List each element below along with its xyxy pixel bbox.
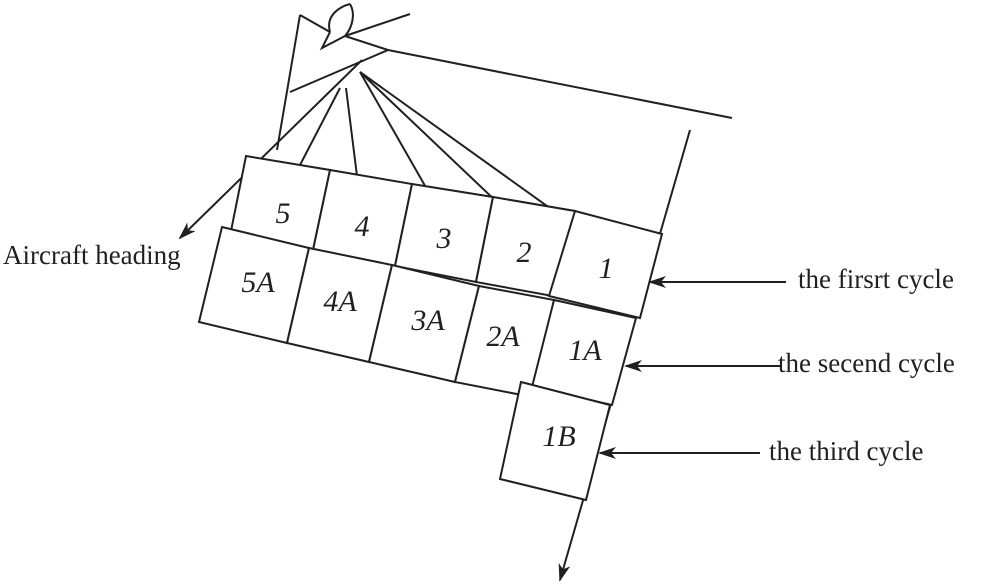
heading-arrow xyxy=(178,59,363,240)
svg-text:4: 4 xyxy=(355,210,370,243)
second-cycle-label: the secend cycle xyxy=(778,348,955,378)
cell-2a: 2A xyxy=(453,284,556,399)
svg-text:5: 5 xyxy=(276,197,291,230)
svg-text:1A: 1A xyxy=(568,334,602,367)
svg-text:1: 1 xyxy=(599,252,614,285)
svg-text:5A: 5A xyxy=(241,266,275,299)
svg-text:1B: 1B xyxy=(542,420,575,453)
aircraft-icon xyxy=(276,3,733,151)
cell-4a: 4A xyxy=(285,246,394,364)
svg-text:4A: 4A xyxy=(323,285,357,318)
cell-5: 5 xyxy=(228,154,332,252)
cell-1: 1 xyxy=(547,209,664,320)
aircraft-heading-label: Aircraft heading xyxy=(3,240,181,270)
svg-text:2A: 2A xyxy=(486,320,520,353)
svg-text:2: 2 xyxy=(517,236,532,269)
third-cycle-label: the third cycle xyxy=(769,436,923,466)
svg-text:3: 3 xyxy=(436,222,452,255)
cell-1a: 1A xyxy=(530,298,638,407)
cell-3: 3 xyxy=(393,182,495,284)
first-cycle-label: the firsrt cycle xyxy=(798,264,954,294)
svg-text:3A: 3A xyxy=(410,304,445,337)
cell-1b: 1B xyxy=(498,380,612,502)
cell-3a: 3A xyxy=(367,263,481,384)
